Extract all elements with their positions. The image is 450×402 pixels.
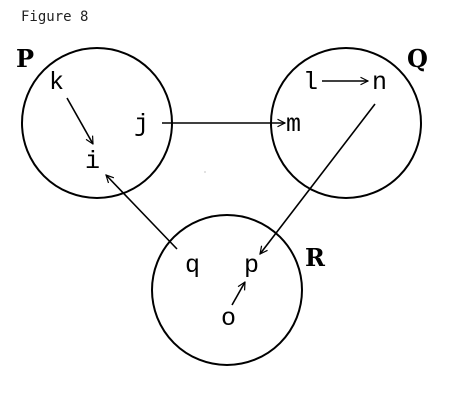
element-i-label: i xyxy=(85,147,100,176)
set-r-label: R xyxy=(305,243,326,272)
arrow-n-to-p xyxy=(260,103,376,254)
set-q-label: Q xyxy=(407,44,428,73)
arrow-o-to-p xyxy=(231,282,246,306)
element-o-label: o xyxy=(221,304,236,333)
stray-dot xyxy=(204,171,206,173)
element-k-label: k xyxy=(49,68,64,97)
element-l-label: l xyxy=(303,68,318,97)
set-r-circle xyxy=(151,214,303,366)
arrow-k-to-i xyxy=(66,97,94,144)
figure-caption: Figure 8 xyxy=(21,9,88,25)
element-p-label: p xyxy=(244,251,259,280)
element-q-label: q xyxy=(185,251,200,280)
element-j-label: j xyxy=(134,110,149,139)
set-p-label: P xyxy=(16,44,34,73)
arrow-q-to-i xyxy=(106,175,178,250)
element-m-label: m xyxy=(286,110,301,139)
element-n-label: n xyxy=(372,68,387,97)
